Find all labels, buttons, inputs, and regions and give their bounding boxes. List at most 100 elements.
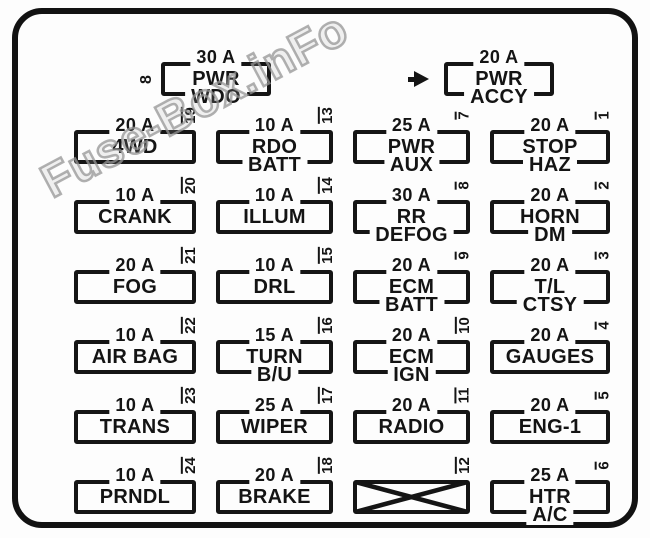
fuse-position-number: 18 xyxy=(317,456,336,474)
fuse-name: RADIO xyxy=(374,415,449,439)
fuse-box-outline xyxy=(353,480,470,514)
fuse-position-number: 5 xyxy=(594,390,613,400)
fuse-position-number: 10 xyxy=(454,316,473,334)
amp-rating: 20 A xyxy=(524,186,576,204)
breaker-pwr-wdo: 8 30 A PWR WDO xyxy=(138,48,271,118)
fuse-name-line2: B/U xyxy=(250,365,299,385)
fuse-name: PWR xyxy=(188,67,244,91)
fuse-1: 1 20 A STOP HAZ xyxy=(490,110,613,186)
fuse-9: 9 20 A ECM BATT xyxy=(353,250,473,326)
fuse-4: 4 20 A GAUGES xyxy=(490,320,613,396)
amp-rating: 20 A xyxy=(109,116,161,134)
amp-rating: 20 A xyxy=(385,256,438,274)
amp-rating: 20 A xyxy=(524,256,576,274)
fuse-11: 11 20 A RADIO xyxy=(353,387,472,466)
fuse-position-number: 19 xyxy=(180,106,199,124)
fuse-name: TRANS xyxy=(95,415,175,439)
fuse-position-number: 2 xyxy=(594,180,613,190)
fuse-2: 2 20 A HORN DM xyxy=(490,180,613,256)
amp-rating: 10 A xyxy=(109,326,161,344)
fuse-position-number: 12 xyxy=(454,456,473,474)
fuse-name: TURN xyxy=(242,345,307,369)
breaker-pwr-accy: 20 A PWR ACCY xyxy=(408,48,554,118)
fuse-position-number: 13 xyxy=(317,106,336,124)
amp-rating: 10 A xyxy=(248,116,301,134)
fuse-name-line2: WDO xyxy=(185,87,247,107)
fuse-16: 16 15 A TURN B/U xyxy=(216,316,336,396)
fuse-name-line2: DEFOG xyxy=(369,225,454,245)
fuse-name: FOG xyxy=(108,275,162,299)
fuse-23: 23 10 A TRANS xyxy=(74,386,199,466)
fuse-14: 14 10 A ILLUM xyxy=(216,176,336,256)
fuse-3: 3 20 A T/L CTSY xyxy=(490,250,613,326)
fuse-10: 10 20 A ECM IGN xyxy=(353,316,473,396)
fuse-name: WIPER xyxy=(236,415,313,439)
fuse-panel-outline: 8 30 A PWR WDO 20 A PWR ACCY 19 20 A 4WD… xyxy=(12,8,638,528)
amp-rating: 15 A xyxy=(248,326,301,344)
fuse-name: STOP xyxy=(518,135,582,159)
amp-rating: 20 A xyxy=(524,396,576,414)
fuse-name: RR xyxy=(392,205,431,229)
fuse-20: 20 10 A CRANK xyxy=(74,176,199,256)
fuse-name: CRANK xyxy=(94,205,176,229)
amp-rating: 10 A xyxy=(109,396,161,414)
fuse-box-outline: DRL xyxy=(216,270,333,304)
fuse-position-number: 1 xyxy=(594,110,613,120)
fuse-position-number: 16 xyxy=(317,316,336,334)
fuse-box-outline: GAUGES xyxy=(490,340,610,374)
fuse-box-outline: CRANK xyxy=(74,200,196,234)
fuse-name: RDO xyxy=(247,135,302,159)
fuse-name: 4WD xyxy=(108,135,162,159)
fuse-name-line2: BATT xyxy=(241,155,308,175)
fuse-name-line2: CTSY xyxy=(516,295,584,315)
fuse-name: PRNDL xyxy=(95,485,175,509)
fuse-name-line2: HAZ xyxy=(522,155,578,175)
fuse-name-line2: IGN xyxy=(387,365,436,385)
fuse-name: DRL xyxy=(249,275,300,299)
fuse-position-number: 8 xyxy=(454,180,473,190)
fuse-12: 12 xyxy=(353,456,473,536)
amp-rating: 25 A xyxy=(248,396,301,414)
amp-rating: 20 A xyxy=(109,256,161,274)
fuse-box-outline: AIR BAG xyxy=(74,340,196,374)
fuse-name-line2: A/C xyxy=(526,505,574,525)
crossed-out-x-icon xyxy=(354,480,469,514)
fuse-name: HORN xyxy=(515,205,585,229)
fuse-position-number: 11 xyxy=(454,387,473,403)
fuse-box-outline: BRAKE xyxy=(216,480,333,514)
fuse-box-outline: PRNDL xyxy=(74,480,196,514)
fuse-name: ENG-1 xyxy=(514,415,586,439)
fuse-position-number: 6 xyxy=(594,460,613,470)
fuse-19: 19 20 A 4WD xyxy=(74,106,199,186)
amp-rating: 30 A xyxy=(190,48,242,66)
fuse-position-number: 14 xyxy=(317,176,336,194)
fuse-22: 22 10 A AIR BAG xyxy=(74,316,199,396)
fuse-name: PWR xyxy=(471,67,527,91)
fuse-21: 21 20 A FOG xyxy=(74,246,199,326)
fuse-position-number: 3 xyxy=(594,250,613,260)
amp-rating: 20 A xyxy=(385,326,438,344)
fuse-box-outline: 4WD xyxy=(74,130,196,164)
fuse-position-number: 4 xyxy=(594,320,613,330)
fuse-position-number: 21 xyxy=(180,246,199,264)
amp-rating: 20 A xyxy=(385,396,438,414)
fuse-position-number: 15 xyxy=(317,246,336,264)
fuse-name-line2: AUX xyxy=(383,155,440,175)
fuse-box-outline: FOG xyxy=(74,270,196,304)
right-arrow-icon xyxy=(408,71,429,87)
amp-rating: 20 A xyxy=(524,116,576,134)
fuse-13: 13 10 A RDO BATT xyxy=(216,106,336,186)
fuse-position-number: 9 xyxy=(454,250,473,260)
amp-rating: 10 A xyxy=(109,186,161,204)
fuse-box-outline: TRANS xyxy=(74,410,196,444)
fuse-5: 5 20 A ENG-1 xyxy=(490,390,613,466)
fuse-box-outline: ENG-1 xyxy=(490,410,610,444)
fuse-name: BRAKE xyxy=(234,485,315,509)
fuse-box-outline: RADIO xyxy=(353,410,470,444)
fuse-17: 17 25 A WIPER xyxy=(216,386,336,466)
fuse-position-number: 23 xyxy=(180,386,199,404)
fuse-name: T/L xyxy=(530,275,570,299)
fuse-position-number: 24 xyxy=(180,456,199,474)
fuse-name: ECM xyxy=(384,275,439,299)
fuse-name: PWR xyxy=(383,135,440,159)
